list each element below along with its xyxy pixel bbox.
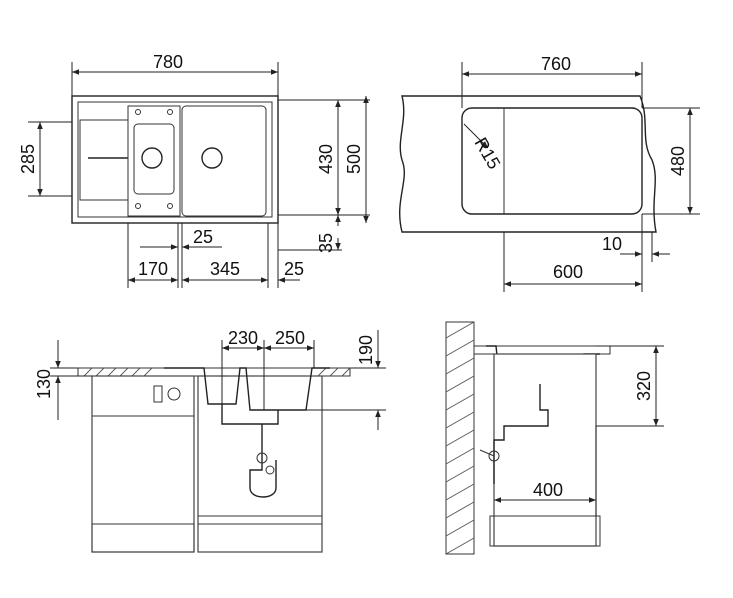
dim-25-top: 25 (193, 227, 213, 247)
dim-190: 190 (356, 335, 376, 365)
sink-cabinet (197, 375, 323, 553)
dim-130: 130 (34, 369, 54, 399)
dim-25-bottom: 25 (284, 259, 304, 279)
dim-230: 230 (228, 328, 258, 348)
large-bowl (181, 105, 267, 217)
dim-400: 400 (533, 480, 563, 500)
wall (445, 321, 475, 555)
dishwasher-cabinet (91, 375, 195, 553)
top-view-cutout: R15 760 480 10 600 (398, 54, 700, 292)
bowl-profile (164, 367, 330, 411)
drain-section (493, 384, 549, 484)
sink-inner-rim (77, 101, 273, 218)
dim-600: 600 (553, 262, 583, 282)
small-bowl (133, 123, 175, 195)
siphon (249, 446, 277, 498)
top-view-sink-plan: 780 285 430 500 35 25 170 345 25 (18, 52, 370, 288)
countertop-section (473, 345, 611, 355)
dim-10: 10 (602, 234, 622, 254)
dim-170: 170 (138, 259, 168, 279)
countertop (77, 367, 351, 377)
dim-250: 250 (275, 328, 305, 348)
small-bowl-outer (127, 105, 181, 217)
small-bowl-drain (141, 147, 163, 169)
dim-500: 500 (344, 144, 364, 174)
side-view-section: 320 400 (445, 321, 664, 555)
cutout-outline (461, 107, 643, 215)
dim-35: 35 (316, 233, 336, 253)
dim-480: 480 (668, 146, 688, 176)
dim-285: 285 (18, 144, 38, 174)
dim-430: 430 (316, 144, 336, 174)
side-view-front: 230 250 190 130 (34, 328, 386, 553)
drainer-area (79, 119, 129, 201)
drain-pipe (221, 404, 279, 446)
large-bowl-drain (201, 147, 223, 169)
countertop-outline (398, 95, 657, 233)
dim-320: 320 (634, 371, 654, 401)
dim-780: 780 (153, 52, 183, 72)
sink-outline (71, 95, 279, 224)
base-cabinet (493, 353, 597, 547)
dim-r15: R15 (471, 134, 505, 173)
dim-345: 345 (210, 259, 240, 279)
dim-760: 760 (541, 54, 571, 74)
